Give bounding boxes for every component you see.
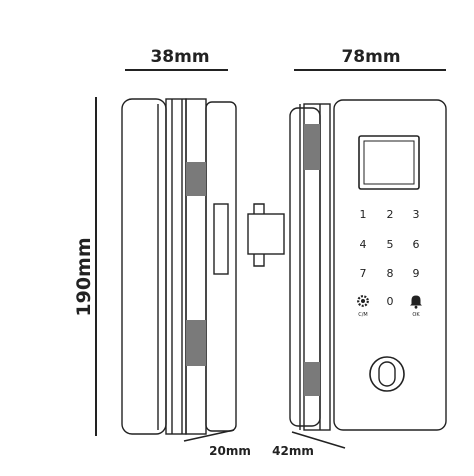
keypad-key[interactable]: 7 [360,267,367,280]
side-lower-band [186,320,206,366]
display-inner [363,140,415,185]
front-lower-band [304,362,320,396]
fingerprint-sensor-icon [369,356,405,392]
settings-key-label: C/M [358,312,368,318]
ok-key-label: OK [412,312,420,318]
keypad-key[interactable]: 9 [413,267,420,280]
dimension-height: 190mm [73,237,95,316]
dimension-line-bottom-a [183,429,235,442]
dimension-bottom-b: 42mm [272,444,314,458]
keypad-key[interactable]: 6 [413,238,420,251]
bell-icon[interactable] [410,295,422,309]
keypad-key[interactable]: 5 [387,238,394,251]
side-outer-body [121,98,167,435]
side-middle-plate [165,98,187,435]
front-upper-band [304,124,320,170]
dimension-side-width: 38mm [150,47,209,67]
side-upper-band [186,162,206,196]
side-inner-body [205,101,237,432]
gear-icon[interactable] [357,295,369,307]
side-view [121,98,237,435]
keypad-key[interactable]: 4 [360,238,367,251]
keypad-key[interactable]: 1 [360,208,367,221]
keypad-key[interactable]: 3 [413,208,420,221]
front-panel [333,99,447,431]
dimension-bottom-a: 20mm [209,444,251,458]
keypad: 1 2 3 4 5 6 7 8 9 0 [360,208,420,308]
side-latch [213,203,229,275]
dimension-front-width: 78mm [341,47,400,67]
fingerprint-sensor-pad [378,361,396,387]
keypad-key[interactable]: 8 [387,267,394,280]
display-screen [358,135,420,190]
keypad-key[interactable]: 2 [387,208,394,221]
dimension-line-bottom-b [291,431,346,449]
strike-bracket [247,203,285,267]
keypad-key-zero[interactable]: 0 [387,295,394,308]
side-glass-plate [185,98,207,435]
front-mid-plate [303,103,331,431]
